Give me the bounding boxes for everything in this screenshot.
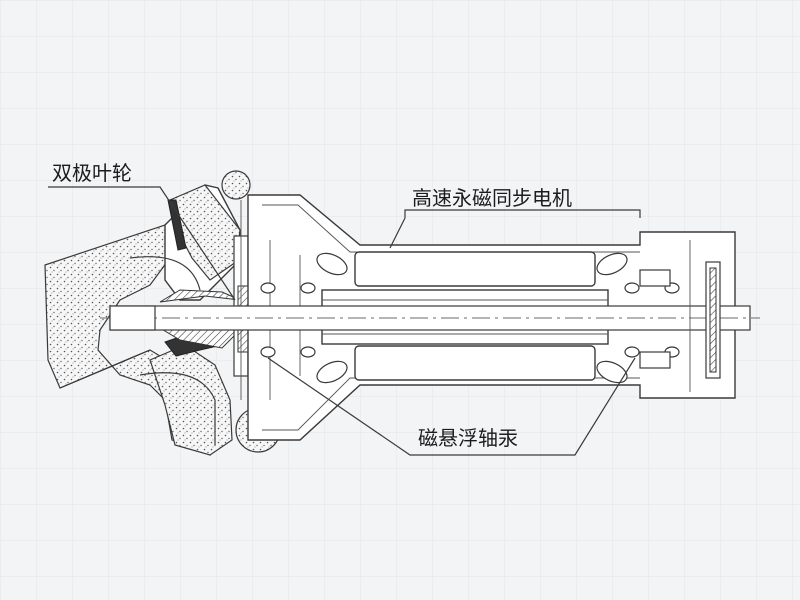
bearing-pocket-left-bottom (260, 346, 276, 358)
label-motor: 高速永磁同步电机 (412, 186, 572, 210)
rear-bearing-housing-top (639, 269, 671, 287)
flow-curve-left (59, 349, 151, 389)
label-bearing: 磁悬浮轴汞 (418, 426, 518, 450)
axial-bearing-inner (709, 267, 717, 373)
label-impeller: 双极叶轮 (52, 161, 132, 185)
top-ball (221, 170, 251, 200)
bearing-pocket-mid-top (300, 282, 316, 294)
bearing-pocket-right-bottom (624, 346, 640, 358)
shaft-nose (109, 305, 156, 331)
stator-lower (354, 345, 596, 381)
end-winding-top-right (596, 252, 628, 276)
flow-curve-upper (129, 256, 201, 291)
flow-curve-lower (139, 372, 216, 445)
impeller-leader (48, 186, 236, 301)
impeller-blade (167, 199, 187, 251)
rear-bearing-housing-bottom (639, 351, 671, 369)
bearing-pocket-right-top (624, 282, 640, 294)
motor-leader (389, 209, 641, 249)
bearing-pocket-left-top (260, 282, 276, 294)
end-winding-bottom-right (596, 360, 628, 384)
bearing-leader (267, 357, 636, 456)
end-winding-top-left (316, 252, 348, 276)
bearing-pocket-mid-bottom (300, 346, 316, 358)
stator-upper (354, 251, 596, 287)
impeller-hub-upper (159, 289, 241, 303)
end-winding-bottom-left (316, 360, 348, 384)
